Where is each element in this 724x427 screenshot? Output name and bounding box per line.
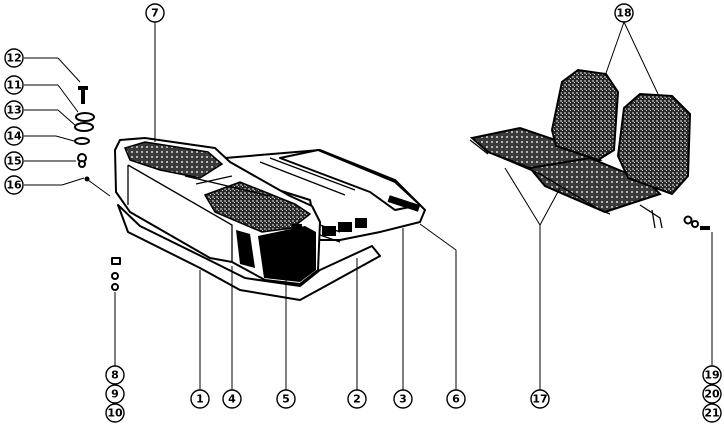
callout-2: 2 [347, 389, 367, 409]
callout-11: 11 [4, 75, 24, 95]
screw-19 [700, 226, 710, 230]
console-clip [292, 224, 302, 230]
console-armrest-pad [203, 181, 312, 233]
callout-16: 16 [4, 175, 24, 195]
svg-text:19: 19 [704, 369, 719, 382]
callout-1: 1 [190, 389, 210, 409]
callout-10: 10 [105, 403, 125, 423]
callout-14: 14 [4, 126, 24, 146]
callouts: 7 12 11 13 14 15 16 8 9 10 1 4 5 2 3 6 1… [4, 3, 722, 423]
callout-15: 15 [4, 151, 24, 171]
callout-18: 18 [614, 3, 634, 23]
svg-text:15: 15 [6, 155, 21, 168]
console-front-panel [236, 230, 255, 268]
bench-seat [469, 68, 692, 229]
nut-21 [683, 215, 693, 225]
washer-9 [111, 272, 119, 280]
nut-10 [111, 283, 119, 291]
callout-13: 13 [4, 100, 24, 120]
svg-text:4: 4 [228, 393, 236, 406]
nut-2 [78, 160, 86, 168]
screw [87, 179, 111, 197]
callout-4: 4 [222, 389, 242, 409]
console-rear-top [279, 149, 421, 211]
seat-back-right [616, 92, 692, 196]
leader-lines [24, 21, 713, 390]
seat-back-left [550, 68, 620, 162]
callout-20: 20 [702, 384, 722, 404]
callout-19: 19 [702, 365, 722, 385]
callout-5: 5 [276, 389, 296, 409]
svg-text:12: 12 [6, 52, 21, 65]
small-hardware-right [683, 215, 710, 230]
console-mid-slot-b [338, 222, 352, 232]
callout-17: 17 [530, 389, 550, 409]
svg-text:21: 21 [704, 407, 719, 420]
callout-6: 6 [446, 389, 466, 409]
callout-21: 21 [702, 403, 722, 423]
svg-text:17: 17 [532, 393, 547, 406]
svg-text:1: 1 [196, 393, 204, 406]
callout-12: 12 [4, 48, 24, 68]
console-assembly [114, 137, 426, 301]
console-trim-strip [184, 175, 271, 197]
washer-20 [691, 220, 699, 228]
console-side-panel [127, 164, 233, 262]
screw-head [84, 176, 90, 182]
svg-text:11: 11 [6, 79, 21, 92]
svg-text:13: 13 [6, 104, 21, 117]
svg-text:6: 6 [452, 393, 460, 406]
spacer-1 [75, 112, 95, 122]
console-mid-ribs [259, 157, 356, 243]
seat-frame-leg-right [639, 204, 663, 229]
washer [74, 137, 90, 145]
spacer-2 [74, 122, 94, 132]
svg-text:8: 8 [111, 369, 119, 382]
callout-8: 8 [105, 365, 125, 385]
svg-text:10: 10 [107, 407, 123, 420]
svg-text:20: 20 [704, 388, 720, 401]
svg-text:2: 2 [353, 393, 361, 406]
bolt [78, 86, 88, 104]
hardware-stack [74, 86, 111, 197]
console-base-plate [117, 204, 381, 301]
console-rear-section [224, 149, 426, 241]
callout-7: 7 [145, 3, 165, 23]
console-end-cap [258, 226, 316, 282]
svg-text:3: 3 [399, 393, 407, 406]
console-rear-vent [387, 195, 421, 212]
svg-text:14: 14 [6, 130, 22, 143]
callout-9: 9 [105, 384, 125, 404]
console-front-tray [123, 141, 224, 179]
svg-text:18: 18 [616, 7, 631, 20]
small-hardware-left [111, 257, 121, 291]
svg-text:5: 5 [282, 393, 290, 406]
callout-3: 3 [393, 389, 413, 409]
console-mid-slot-c [355, 218, 367, 228]
seat-front-edge [469, 139, 611, 215]
svg-text:9: 9 [111, 388, 119, 401]
screw-8 [111, 257, 121, 265]
svg-text:7: 7 [151, 7, 159, 20]
svg-text:16: 16 [6, 179, 22, 192]
console-mid-slot-a [322, 226, 336, 236]
